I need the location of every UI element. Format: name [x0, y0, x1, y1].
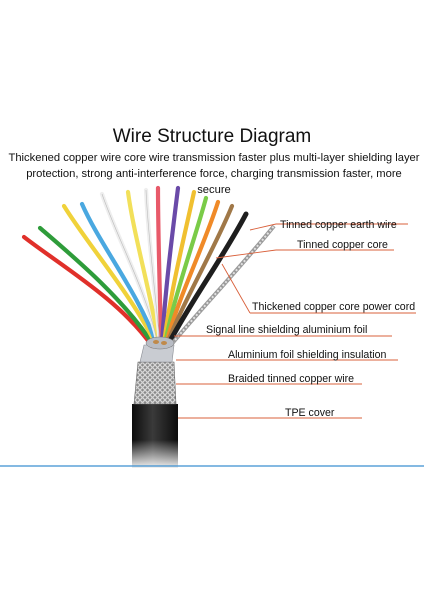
foil-layer	[139, 344, 175, 363]
label-signal-foil: Signal line shielding aluminium foil	[206, 324, 368, 336]
wire-brown	[164, 203, 235, 347]
wire-red	[21, 234, 155, 349]
leader-earth-wire	[249, 223, 277, 231]
label-tpe: TPE cover	[285, 407, 335, 419]
label-foil-insulation: Aluminium foil shielding insulation	[228, 349, 387, 361]
wire-green	[37, 225, 157, 349]
wire-purple	[159, 185, 181, 347]
core-bundle	[145, 336, 175, 350]
colored-wires	[21, 185, 249, 349]
label-power-cord: Thickened copper core power cord	[252, 301, 416, 313]
wire-yellow	[61, 203, 159, 348]
wire-orange	[163, 199, 221, 347]
leader-copper-core	[215, 249, 277, 259]
label-copper-core: Tinned copper core	[297, 239, 388, 251]
wire-orange-yellow	[161, 189, 197, 347]
leader-power-cord	[221, 263, 251, 314]
wire-paleyellow	[125, 189, 162, 347]
wire-pink	[155, 185, 164, 347]
label-braid: Braided tinned copper wire	[228, 373, 355, 385]
wire-black	[165, 211, 249, 348]
label-earth-wire: Tinned copper earth wire	[280, 219, 397, 231]
wire-lightgreen	[162, 195, 209, 347]
wire-lightblue	[79, 201, 160, 348]
diagram-subtitle: Thickened copper wire core wire transmis…	[8, 152, 420, 196]
braided-shield	[133, 361, 177, 405]
diagram-title: Wire Structure Diagram	[112, 126, 312, 147]
